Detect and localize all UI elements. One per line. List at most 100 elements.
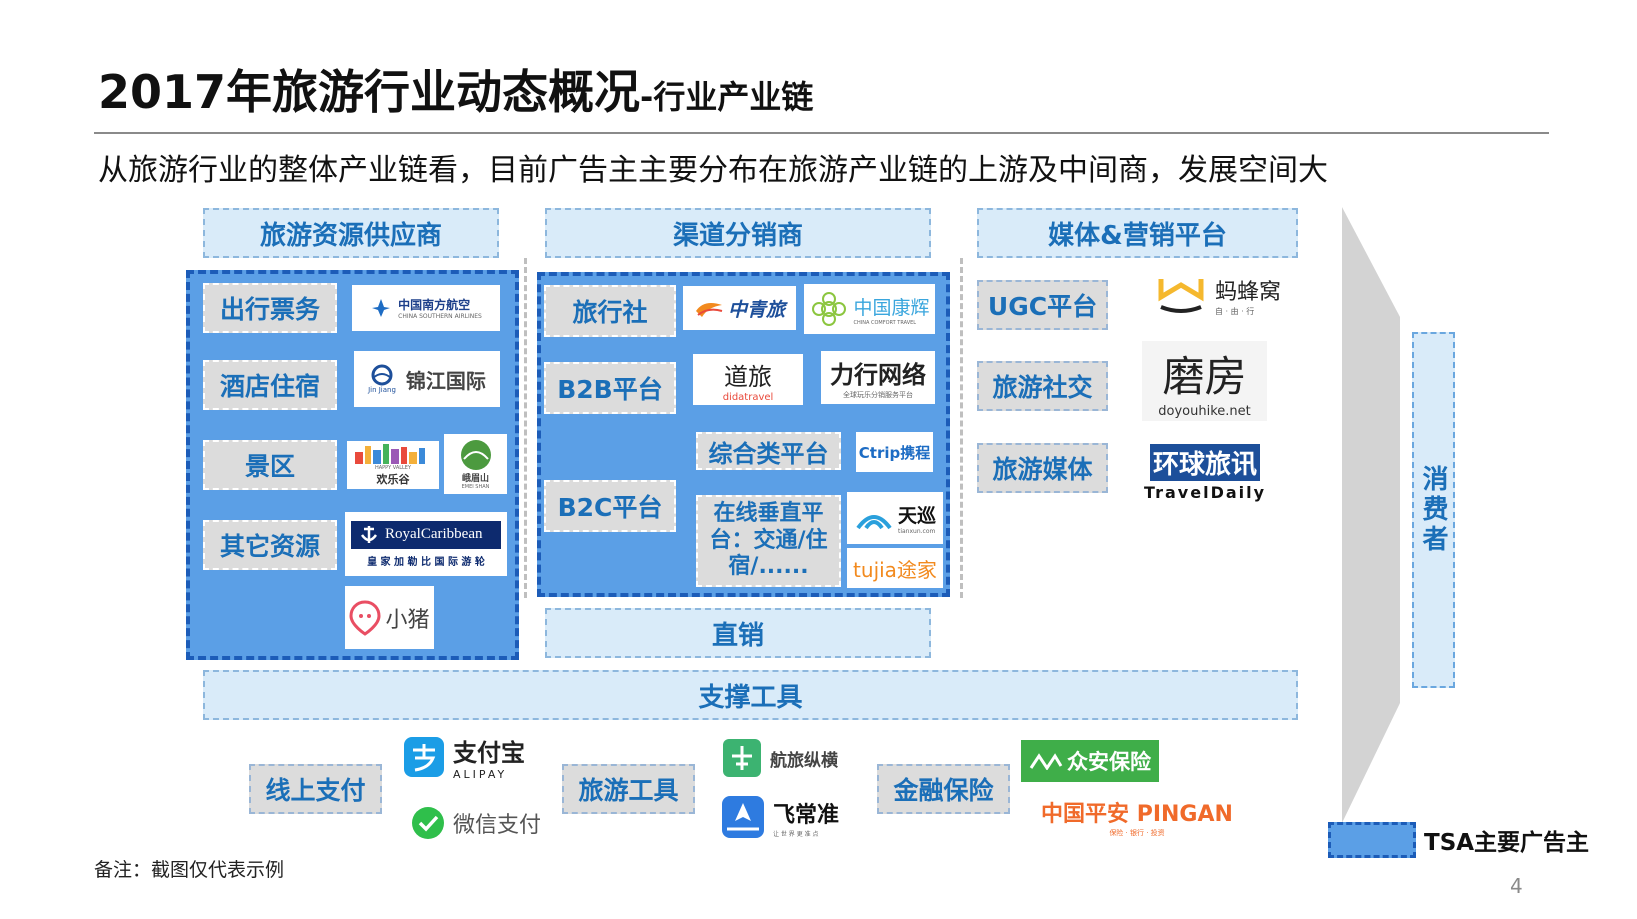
tujia-name: tujia途家	[853, 557, 937, 582]
feichangzhun-sub: 让 世 界 更 准 点	[772, 830, 819, 838]
header-supply: 旅游资源供应商	[203, 208, 499, 258]
lixing-sub: 全球玩乐分销服务平台	[843, 391, 913, 399]
feichangzhun-logo: 飞常准 让 世 界 更 准 点	[710, 791, 850, 843]
media-item-social: 旅游社交	[977, 361, 1108, 411]
channel-item-agency: 旅行社	[544, 285, 676, 337]
supply-item-tickets: 出行票务	[203, 283, 337, 333]
doyouhike-logo: 磨房 doyouhike.net	[1142, 341, 1267, 421]
media-item-ugc: UGC平台	[977, 280, 1108, 330]
mafengwo-sub: 自 · 由 · 行	[1214, 306, 1255, 316]
emei-sub: EMEI SHAN	[461, 483, 490, 490]
emei-name: 峨眉山	[461, 473, 489, 484]
traveldaily-name: 环球旅讯	[1149, 444, 1260, 481]
legend-label: TSA主要广告主	[1424, 830, 1590, 856]
happyvalley-sub: HAPPY VALLEY	[374, 464, 412, 471]
jinjiang-logo: Jin Jiang 锦江国际	[354, 351, 500, 407]
dida-logo: 道旅 didatravel	[693, 354, 803, 405]
happyvalley-logo: HAPPY VALLEY 欢乐谷	[347, 441, 439, 489]
channel-item-comprehensive: 综合类平台	[696, 432, 841, 470]
emei-emblem-icon	[460, 439, 491, 470]
zhongan-peaks-icon	[1029, 753, 1063, 770]
separator-2	[960, 258, 963, 598]
traveldaily-logo: 环球旅讯 TravelDaily	[1140, 443, 1270, 503]
wave-icon	[695, 303, 723, 317]
pingan-logo: 中国平安 PINGAN 保险 · 银行 · 投资	[1022, 794, 1252, 840]
pingan-name: 中国平安 PINGAN	[1041, 802, 1233, 827]
support-item-insurance: 金融保险	[877, 764, 1010, 814]
doyouhike-name: 磨房	[1162, 352, 1247, 401]
signal-arcs-icon	[856, 515, 892, 530]
zhongan-logo: 众安保险	[1021, 740, 1159, 782]
skyline-icon	[355, 443, 425, 464]
alipay-icon	[404, 737, 444, 777]
consumer-box: 消费者	[1412, 332, 1455, 688]
title-sub: -行业产业链	[640, 78, 814, 116]
dida-name: 道旅	[724, 362, 772, 391]
supply-item-other: 其它资源	[203, 520, 337, 570]
channel-item-vertical: 在线垂直平台：交通/住宿/......	[696, 495, 841, 587]
mafengwo-name: 蚂蜂窝	[1214, 279, 1281, 305]
title-divider	[94, 132, 1549, 134]
lixing-name: 力行网络	[830, 360, 926, 389]
mafengwo-m-icon	[1158, 279, 1204, 313]
dida-sub: didatravel	[722, 391, 774, 403]
flow-arrow	[1342, 207, 1400, 823]
wechatpay-icon	[411, 807, 444, 839]
cct-sub: CHINA COMFORT TRAVEL	[853, 319, 917, 326]
csair-logo: 中国南方航空 CHINA SOUTHERN AIRLINES	[352, 285, 500, 331]
royal-sub: 皇 家 加 勒 比 国 际 游 轮	[367, 556, 485, 568]
xiaozhu-name: 小猪	[385, 607, 430, 633]
tujia-logo: tujia途家	[847, 548, 943, 588]
header-media: 媒体&营销平台	[977, 208, 1298, 258]
emei-logo: 峨眉山 EMEI SHAN	[444, 434, 507, 494]
channel-item-b2b: B2B平台	[544, 362, 676, 414]
zhongan-name: 众安保险	[1067, 750, 1151, 774]
tianxun-sub: tianxun.com	[897, 528, 936, 535]
page-title: 2017年旅游行业动态概况-行业产业链	[98, 56, 813, 122]
royal-name: RoyalCaribbean	[385, 526, 483, 542]
alipay-name: 支付宝	[453, 739, 525, 767]
jinjiang-emblem-icon	[371, 364, 393, 386]
alipay-sub: ALIPAY	[453, 768, 508, 781]
zhonglv-logo: 中青旅	[683, 286, 796, 330]
media-item-media: 旅游媒体	[977, 443, 1108, 493]
channel-item-b2c: B2C平台	[544, 480, 676, 532]
wechatpay-name: 微信支付	[452, 813, 541, 838]
hanglv-name: 航旅纵横	[770, 750, 838, 771]
page-subtitle: 从旅游行业的整体产业链看，目前广告主主要分布在旅游产业链的上游及中间商，发展空间…	[98, 153, 1328, 188]
feichangzhun-icon	[721, 796, 764, 838]
jinjiang-sub: Jin Jiang	[368, 386, 396, 394]
crown-anchor-icon	[360, 525, 378, 543]
csair-name: 中国南方航空	[398, 298, 471, 312]
title-main: 2017年旅游行业动态概况	[98, 65, 641, 119]
tianxun-logo: 天巡 tianxun.com	[847, 492, 943, 544]
ctrip-logo: Ctrip携程	[856, 432, 933, 472]
header-channel: 渠道分销商	[545, 208, 931, 258]
supply-item-scenic: 景区	[203, 440, 337, 490]
hanglv-icon	[723, 739, 761, 777]
support-bar: 支撑工具	[203, 670, 1298, 720]
flower-icon	[812, 292, 847, 326]
support-item-tools: 旅游工具	[562, 764, 695, 814]
pin-pig-icon	[349, 599, 381, 636]
lixing-logo: 力行网络 全球玩乐分销服务平台	[821, 351, 935, 404]
cct-logo: 中国康辉 CHINA COMFORT TRAVEL	[804, 284, 935, 334]
legend-swatch	[1328, 822, 1416, 858]
cct-name: 中国康辉	[853, 296, 930, 319]
happyvalley-name: 欢乐谷	[376, 472, 410, 486]
supply-item-hotels: 酒店住宿	[203, 360, 337, 410]
footnote: 备注：截图仅代表示例	[94, 859, 285, 881]
kapok-icon	[372, 299, 391, 317]
hanglv-logo: 航旅纵横	[710, 735, 850, 781]
csair-sub: CHINA SOUTHERN AIRLINES	[398, 313, 482, 320]
page-number: 4	[1510, 874, 1523, 898]
channel-direct: 直销	[545, 608, 931, 658]
jinjiang-name: 锦江国际	[405, 368, 486, 393]
royalcaribbean-logo: RoyalCaribbean 皇 家 加 勒 比 国 际 游 轮	[345, 512, 507, 576]
alipay-logo: 支付宝 ALIPAY	[400, 729, 528, 785]
mafengwo-logo: 蚂蜂窝 自 · 由 · 行	[1138, 266, 1298, 324]
support-item-payment: 线上支付	[249, 764, 382, 814]
pingan-sub: 保险 · 银行 · 投资	[1109, 829, 1165, 837]
feichangzhun-name: 飞常准	[772, 802, 839, 828]
tianxun-name: 天巡	[897, 505, 936, 527]
